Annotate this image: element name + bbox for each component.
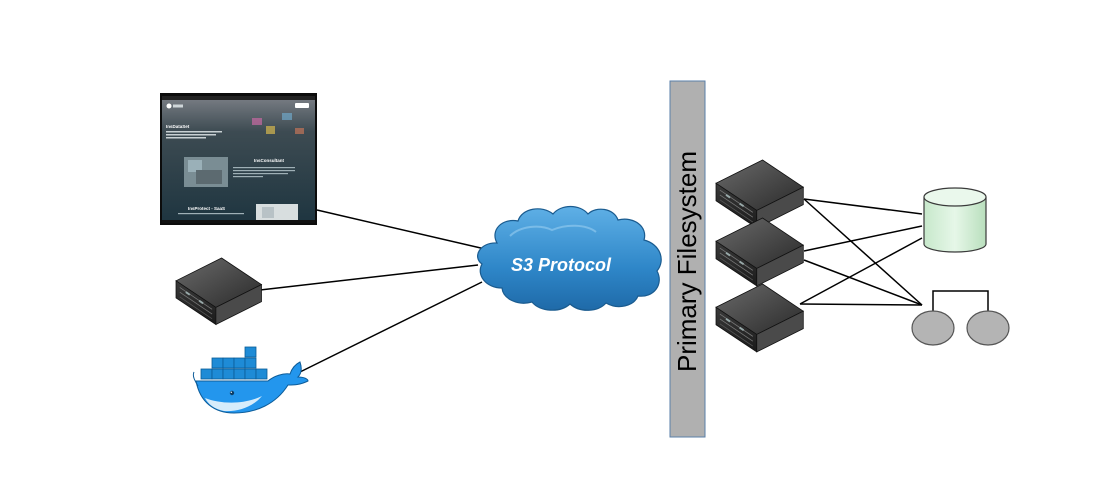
- storage-connection-lines: [799, 198, 923, 306]
- line-website-to-cloud: [316, 209, 499, 253]
- server-icon: [175, 257, 262, 325]
- disk-pair-icon: [911, 290, 1010, 346]
- line-server1-to-disks: [803, 198, 923, 306]
- primary-filesystem-label: Primary Filesystem: [672, 151, 702, 372]
- line-server2-to-db: [803, 225, 923, 252]
- line-server3-to-disks: [799, 303, 923, 306]
- cloud-icon: S3 Protocol: [477, 205, 662, 311]
- line-docker-to-cloud: [299, 281, 483, 373]
- line-server1-to-db: [803, 198, 923, 215]
- line-server3-to-db: [799, 237, 923, 305]
- cloud-label: S3 Protocol: [511, 255, 612, 275]
- server-icon: [715, 217, 804, 287]
- line-server2-to-disks: [803, 259, 923, 306]
- website-screenshot-icon: InsDataSet InsConsultant InsProtect - Sa…: [160, 93, 317, 225]
- website-section1-title: InsConsultant: [254, 158, 285, 163]
- docker-whale-icon: [192, 346, 309, 414]
- server-icon: [715, 283, 804, 353]
- connection-lines: [259, 209, 499, 373]
- primary-filesystem-bar: Primary Filesystem: [669, 80, 706, 438]
- line-server-to-cloud: [259, 264, 479, 291]
- server-icon: [715, 159, 804, 229]
- database-cylinder-icon: [923, 187, 987, 253]
- website-hero-title: InsDataSet: [166, 124, 190, 129]
- website-section2-title: InsProtect - SaaS: [188, 206, 225, 211]
